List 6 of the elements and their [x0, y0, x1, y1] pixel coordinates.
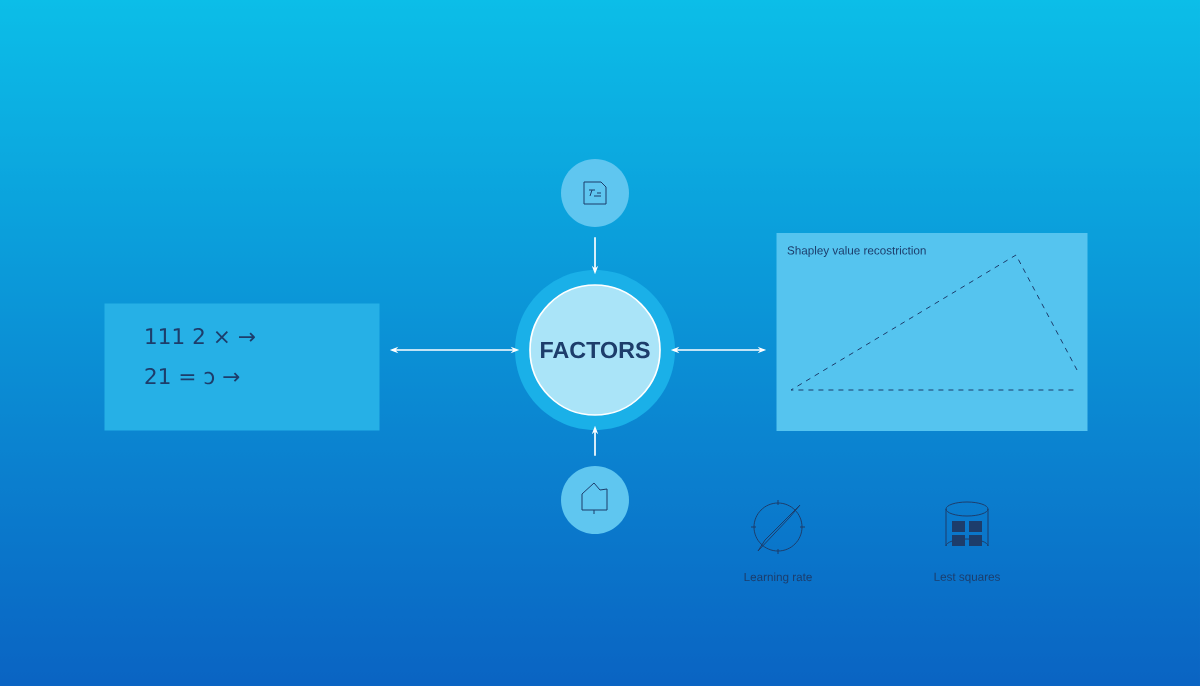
chart-panel: Shapley value recostriction: [776, 233, 1088, 431]
icon-caption: Lest squares: [934, 572, 1000, 584]
icon-circle: [561, 159, 629, 227]
icon-caption: Learning rate: [744, 572, 812, 584]
formula-panel: 111 2 × → 21 = ↄ →: [104, 303, 380, 431]
icon-circle: [561, 466, 629, 534]
